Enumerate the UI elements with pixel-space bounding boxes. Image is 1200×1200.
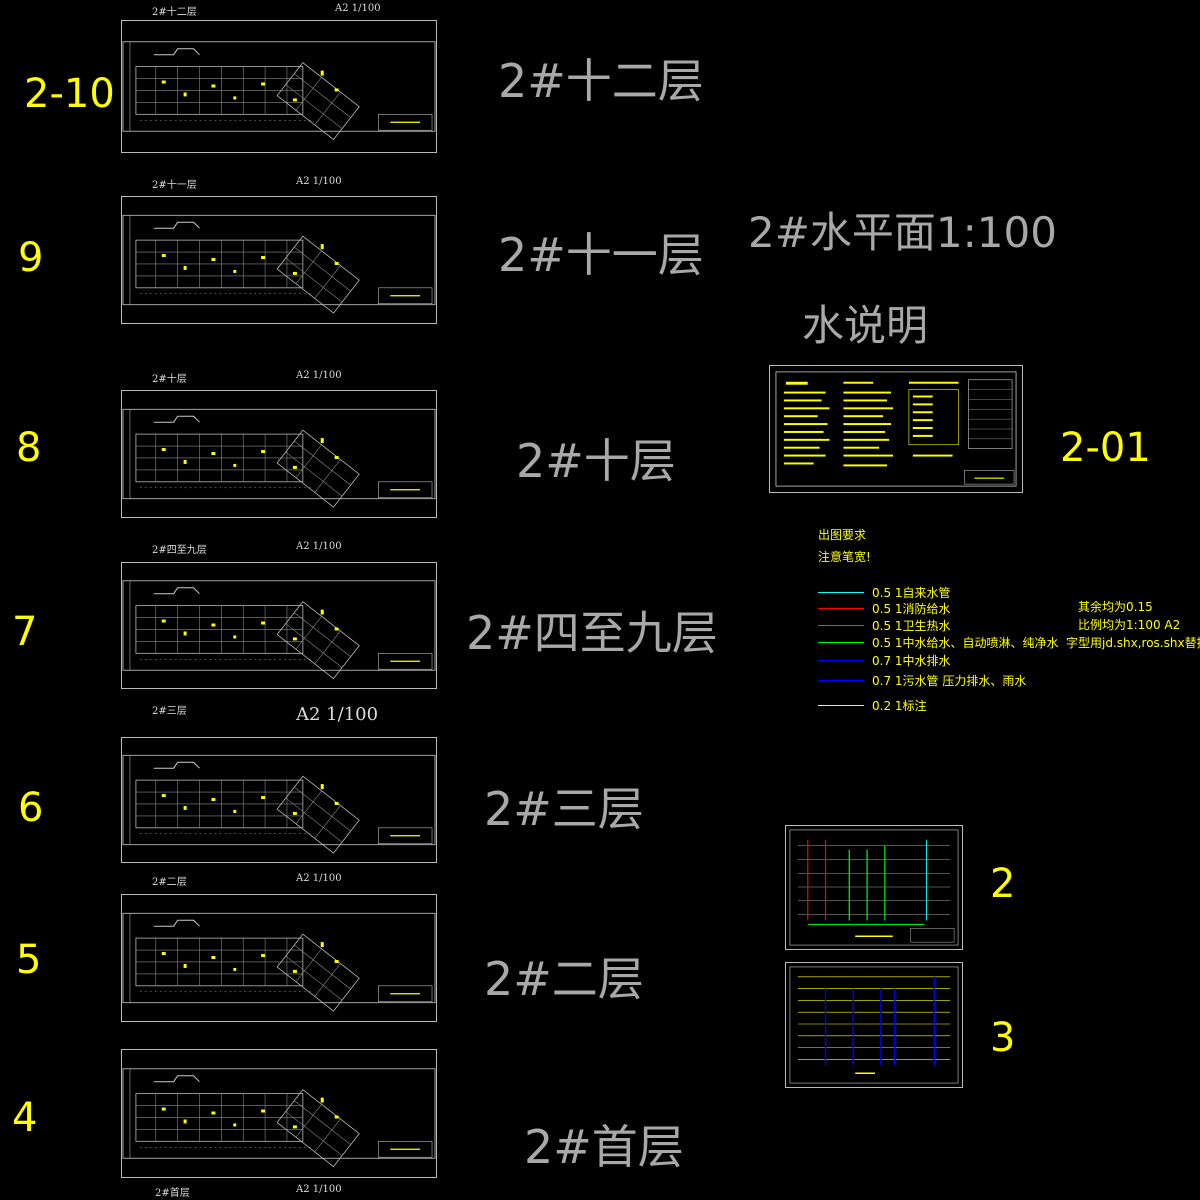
- legend-row: 0.5 1中水给水、自动喷淋、纯净水: [818, 634, 1118, 650]
- legend-label: 0.7 1污水管 压力排水、雨水: [872, 674, 1027, 688]
- sheet-title: 2#四至九层: [466, 606, 718, 660]
- legend-row: 0.7 1中水排水: [818, 652, 1118, 668]
- legend-label: 0.5 1中水给水、自动喷淋、纯净水: [872, 636, 1059, 650]
- sheet-scale: A2 1/100: [296, 704, 379, 725]
- page-number: 6: [18, 785, 44, 831]
- legend-row: 0.5 1卫生热水: [818, 617, 1118, 633]
- page-number: 2: [990, 861, 1016, 907]
- notes-title: 水说明: [802, 301, 929, 350]
- legend-swatch: [818, 608, 864, 609]
- sheet-caption: 2#十二层: [152, 7, 197, 18]
- system-diagram-sheet[interactable]: [785, 825, 963, 950]
- legend-swatch: [818, 680, 864, 681]
- legend-swatch: [818, 660, 864, 661]
- legend-label: 0.7 1中水排水: [872, 654, 951, 668]
- sheet-scale: A2 1/100: [296, 370, 342, 381]
- legend-label: 0.2 1标注: [872, 699, 927, 713]
- legend-row: 0.2 1标注: [818, 697, 1118, 713]
- page-number: 9: [18, 235, 44, 281]
- page-number: 8: [16, 425, 42, 471]
- sheet-scale: A2 1/100: [296, 1184, 342, 1195]
- sheet-caption: 2#二层: [152, 877, 187, 888]
- legend-swatch: [818, 625, 864, 626]
- sheet-title: 2#三层: [484, 782, 644, 836]
- notes-sheet[interactable]: [769, 365, 1023, 493]
- floor-plan-sheet[interactable]: [121, 1049, 437, 1178]
- legend-label: 0.5 1消防给水: [872, 602, 951, 616]
- system-diagram-sheet[interactable]: [785, 962, 963, 1088]
- sheet-scale: A2 1/100: [296, 541, 342, 552]
- legend-row: 0.5 1消防给水: [818, 600, 1118, 616]
- sheet-title: 2#二层: [484, 952, 644, 1006]
- print-requirements-heading: 出图要求: [818, 528, 867, 542]
- sheet-title: 2#十层: [516, 434, 676, 488]
- page-number: 5: [16, 937, 42, 983]
- legend-row: 0.5 1自来水管: [818, 584, 1118, 600]
- floor-plan-sheet[interactable]: [121, 20, 437, 153]
- sheet-title: 2#十一层: [498, 228, 704, 282]
- sheet-title: 2#首层: [524, 1120, 684, 1174]
- floor-plan-sheet[interactable]: [121, 562, 437, 689]
- sheet-scale: A2 1/100: [296, 873, 342, 884]
- page-number: 2-10: [24, 71, 115, 117]
- page-number: 4: [12, 1095, 38, 1141]
- floor-plan-sheet[interactable]: [121, 390, 437, 518]
- legend-label: 0.5 1自来水管: [872, 586, 951, 600]
- plan-title: 2#水平面1:100: [748, 208, 1057, 257]
- default-pen-note: 其余均为0.15: [1078, 600, 1153, 614]
- sheet-title: 2#十二层: [498, 54, 704, 108]
- sheet-caption: 2#十一层: [152, 180, 197, 191]
- sheet-caption: 2#三层: [152, 706, 187, 717]
- sheet-caption: 2#首层: [155, 1188, 190, 1199]
- sheet-scale: A2 1/100: [296, 176, 342, 187]
- sheet-caption: 2#四至九层: [152, 545, 207, 556]
- page-number: 3: [990, 1015, 1016, 1061]
- floor-plan-sheet[interactable]: [121, 196, 437, 324]
- sheet-caption: 2#十层: [152, 374, 187, 385]
- pen-width-warning: 注意笔宽!: [818, 550, 871, 564]
- floor-plan-sheet[interactable]: [121, 894, 437, 1022]
- legend-swatch: [818, 592, 864, 593]
- font-note: 字型用jd.shx,ros.shx替换: [1066, 636, 1200, 650]
- legend-row: 0.7 1污水管 压力排水、雨水: [818, 672, 1118, 688]
- floor-plan-sheet[interactable]: [121, 737, 437, 863]
- page-number: 7: [12, 609, 38, 655]
- page-number: 2-01: [1060, 425, 1151, 471]
- legend-swatch: [818, 642, 864, 643]
- sheet-scale: A2 1/100: [335, 3, 381, 14]
- scale-note: 比例均为1:100 A2: [1078, 618, 1181, 632]
- legend-swatch: [818, 705, 864, 706]
- legend-label: 0.5 1卫生热水: [872, 619, 951, 633]
